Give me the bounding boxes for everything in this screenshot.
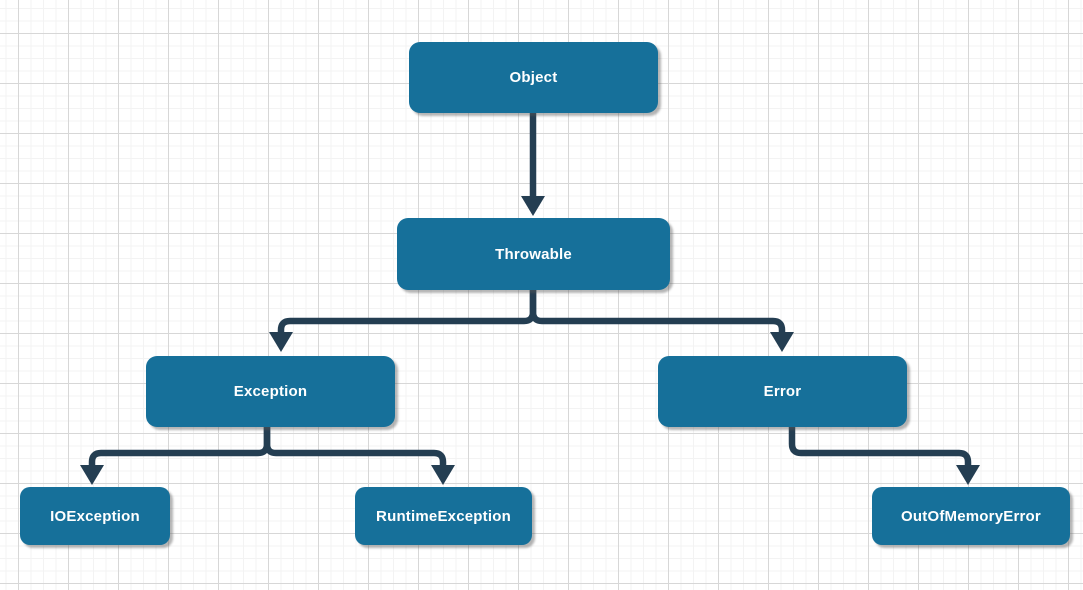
node-exception[interactable]: Exception <box>146 356 395 427</box>
node-label: RuntimeException <box>376 507 511 525</box>
edge-throwable-error[interactable] <box>529 288 794 352</box>
edge-line <box>263 425 447 467</box>
arrowhead-down-icon <box>269 332 293 352</box>
edge-exception-ioexception[interactable] <box>80 425 271 485</box>
edge-exception-runtimeexception[interactable] <box>263 425 455 485</box>
node-throwable[interactable]: Throwable <box>397 218 670 290</box>
edge-throwable-exception[interactable] <box>269 288 537 352</box>
arrowhead-down-icon <box>521 196 545 216</box>
node-object[interactable]: Object <box>409 42 658 113</box>
edge-object-throwable[interactable] <box>521 110 545 216</box>
node-label: Exception <box>233 383 308 400</box>
node-label: Object <box>509 69 558 86</box>
edge-line <box>788 425 972 467</box>
arrowhead-down-icon <box>770 332 794 352</box>
node-label: OutOfMemoryError <box>901 507 1041 525</box>
node-label: Throwable <box>495 245 572 263</box>
edge-error-outofmemoryerror[interactable] <box>788 425 980 485</box>
node-ioexception[interactable]: IOException <box>20 487 170 545</box>
arrowhead-down-icon <box>431 465 455 485</box>
node-error[interactable]: Error <box>658 356 907 427</box>
node-runtimeexception[interactable]: RuntimeException <box>355 487 532 545</box>
node-outofmemoryerror[interactable]: OutOfMemoryError <box>872 487 1070 545</box>
arrowhead-down-icon <box>80 465 104 485</box>
edge-line <box>88 425 271 467</box>
edge-line <box>529 288 786 334</box>
node-label: IOException <box>50 507 140 525</box>
edge-line <box>277 288 537 334</box>
arrowhead-down-icon <box>956 465 980 485</box>
node-label: Error <box>763 383 802 400</box>
